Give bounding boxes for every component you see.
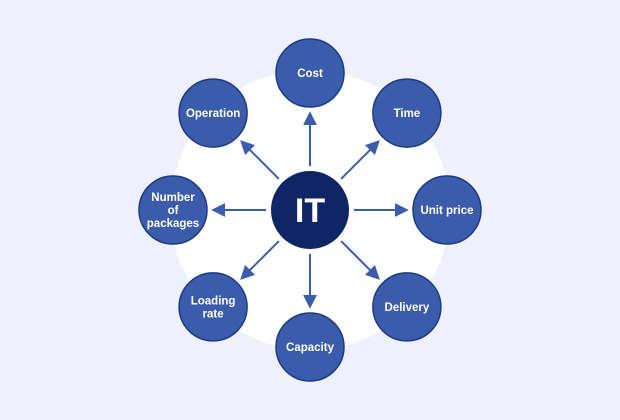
node-circle-time [372,78,442,148]
node-cost: Cost [275,38,345,108]
center-circle [271,171,349,249]
arrow-loading-rate [240,240,280,280]
arrow-operation [240,140,280,180]
node-circle-unit-price [412,175,482,245]
node-delivery: Delivery [372,272,442,342]
node-label-operation: Operation [186,108,240,120]
node-circle-cost [275,38,345,108]
node-label-capacity: Capacity [286,342,335,354]
arrow-time [340,140,380,180]
node-time: Time [372,78,442,148]
node-label-delivery: Delivery [385,302,430,314]
node-label-cost: Cost [297,68,323,80]
node-capacity: Capacity [275,312,345,382]
node-operation: Operation [178,78,248,148]
node-circle-operation [178,78,248,148]
arrow-delivery [340,240,380,280]
node-label-time: Time [394,108,421,120]
center-node: IT [271,171,349,249]
node-label-unit-price: Unit price [420,205,473,217]
node-unit-price: Unit price [412,175,482,245]
node-circle-number-of-packages [138,175,208,245]
node-circle-loading-rate [178,272,248,342]
arrows-group [211,111,409,309]
center-label: IT [295,192,325,230]
node-circle-delivery [372,272,442,342]
node-circle-capacity [275,312,345,382]
